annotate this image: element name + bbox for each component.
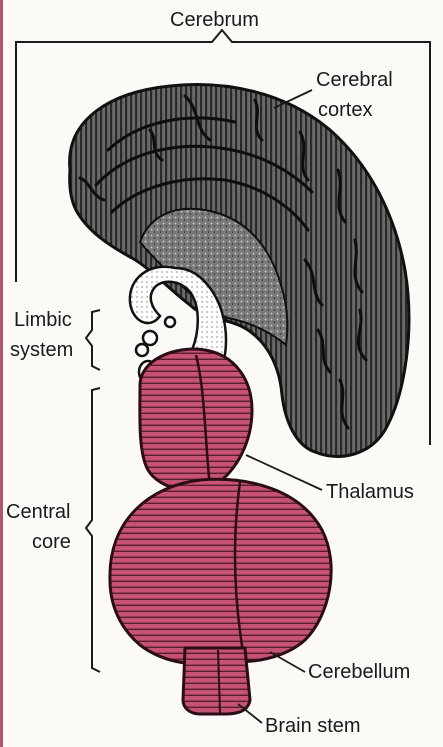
brain-stem-label: Brain stem bbox=[265, 714, 361, 738]
limbic-brace bbox=[86, 310, 100, 370]
brain-stem-shape bbox=[183, 648, 250, 714]
central-core-label-line1: Central bbox=[6, 500, 70, 524]
central-core-brace bbox=[86, 388, 100, 672]
brain-stem-leader bbox=[238, 704, 262, 723]
central-core-label-line2: core bbox=[32, 530, 71, 554]
cerebral-cortex-label-line2: cortex bbox=[318, 98, 372, 122]
cerebrum-label: Cerebrum bbox=[170, 8, 259, 32]
cerebellum-leader bbox=[270, 652, 305, 672]
cerebral-cortex-label-line1: Cerebral bbox=[316, 68, 393, 92]
thalamus-label: Thalamus bbox=[326, 480, 414, 504]
thalamus-shape bbox=[140, 349, 252, 490]
cerebellum-shape bbox=[110, 479, 331, 664]
limbic-system-label-line1: Limbic bbox=[14, 308, 72, 332]
cerebellum-label: Cerebellum bbox=[308, 660, 410, 684]
limbic-system-label-line2: system bbox=[10, 338, 73, 362]
